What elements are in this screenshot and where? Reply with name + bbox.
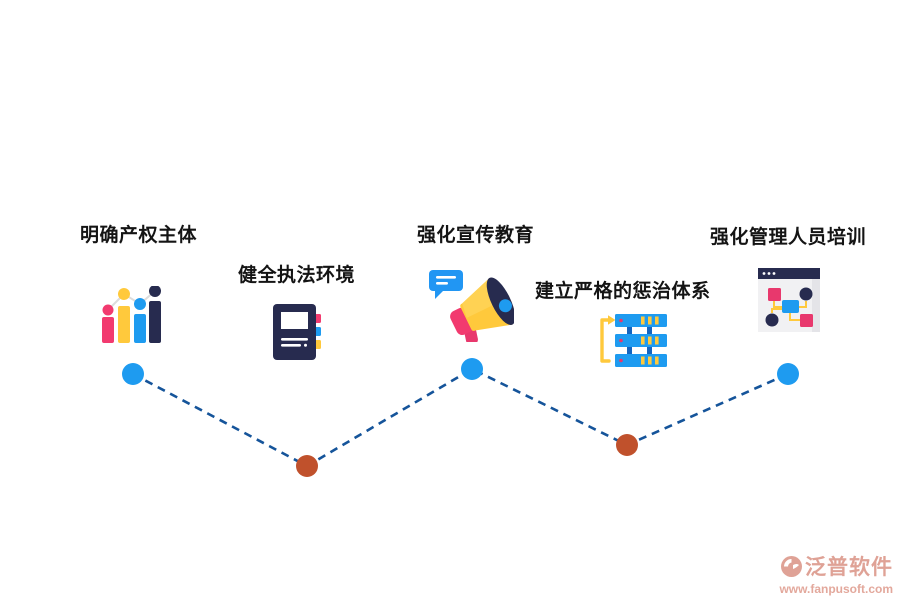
watermark: 泛普软件 www.fanpusoft.com	[768, 551, 893, 596]
people-bar-chart-icon	[102, 286, 161, 343]
step-label-3: 强化宣传教育	[417, 225, 535, 246]
megaphone-icon	[429, 270, 514, 342]
timeline-node	[777, 363, 799, 385]
timeline-node	[461, 358, 483, 380]
step-label-1: 明确产权主体	[80, 225, 198, 246]
watermark-url-text: www.fanpusoft.com	[779, 582, 893, 596]
step-label-2: 健全执法环境	[238, 265, 356, 286]
timeline-dashed-path	[132, 367, 789, 468]
watermark-brand-text: 泛普软件	[805, 556, 893, 579]
timeline-node	[616, 434, 638, 456]
browser-flowchart-icon	[758, 268, 820, 332]
timeline-node	[296, 455, 318, 477]
step-label-4: 建立严格的惩治体系	[535, 281, 711, 302]
timeline-node	[122, 363, 144, 385]
notebook-icon	[273, 304, 321, 360]
step-label-5: 强化管理人员培训	[710, 227, 867, 248]
server-stack-icon	[600, 314, 667, 367]
fanpu-logo-icon	[781, 555, 802, 577]
